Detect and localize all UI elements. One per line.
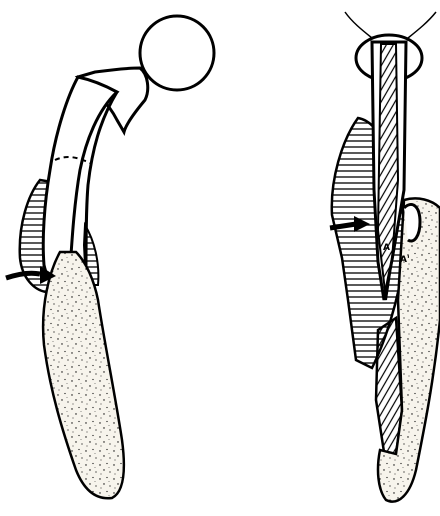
femoral-head [140,16,214,90]
label-A: A [383,243,390,253]
right-panel: A A' [330,12,440,502]
rasp-handle-left [345,12,372,38]
label-A-prime: A' [400,255,410,265]
left-panel [6,16,214,498]
left-bone-cortex [43,252,124,498]
rasp-handle-right [408,12,436,38]
